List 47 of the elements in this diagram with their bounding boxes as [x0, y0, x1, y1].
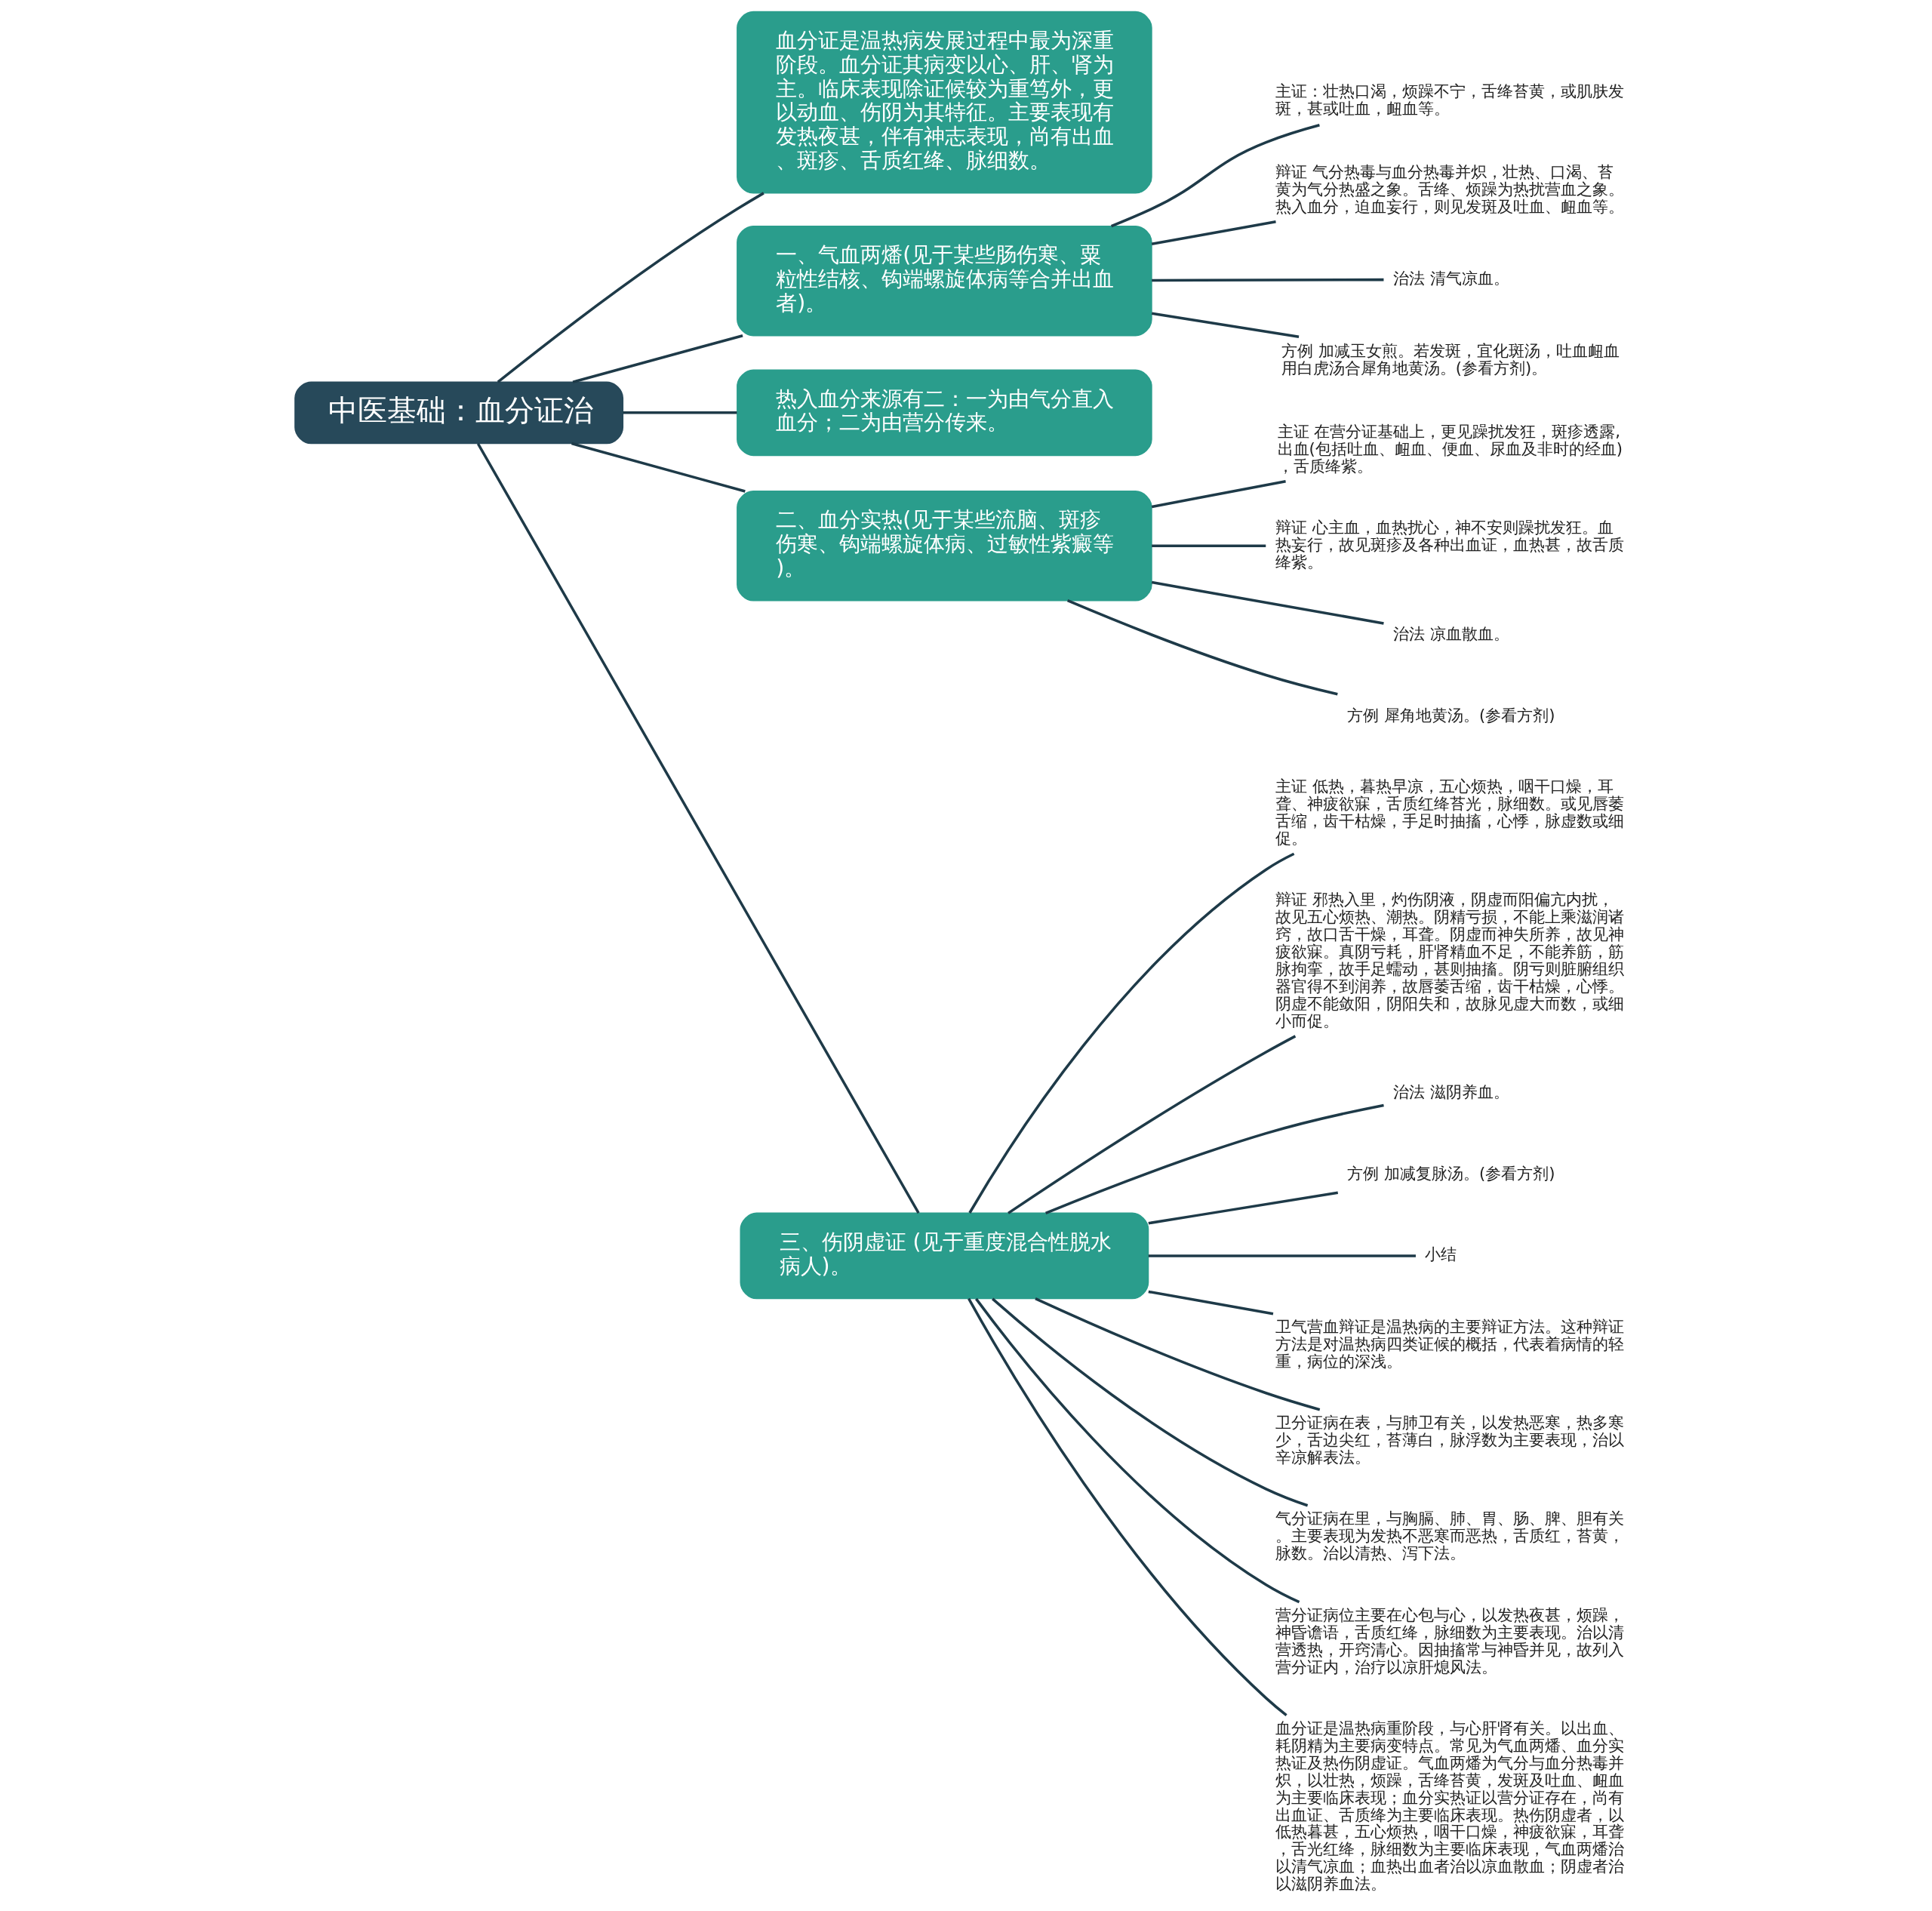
- node-text: 主证 在营分证基础上，更见躁扰发狂，斑疹透露,出血(包括吐血、衄血、便血、尿血及非时的经血)，舌质绛紫。: [1277, 421, 1623, 475]
- node-text: 血分证是温热病重阶段，与心肝肾有关。以出血、耗阴精为主要病变特点。常见为气血两燔、血分实热证及热伤阴虚证。气血两燔为气分与血分热毒并炽，以壮热，烦躁，舌绛苔黄，发斑及吐血、衄血为主要临床表现；血分实热证以营分证存在，尚有出血证、舌质绛为主要临床表现。热伤阴虚者，以低热暮甚，五心烦热，咽干口燥，神疲欲寐，耳聋，舌光红绛，脉细数为主要临床表现，气血两燔治以清气凉血；血热出血者治以凉血散血；阴虚者治以滋阴养血法。: [1275, 1718, 1624, 1894]
- node-text: 方例 犀角地黄汤。(参看方剂): [1346, 705, 1555, 725]
- node-box: 中医基础：血分证治: [294, 381, 623, 445]
- connector: [476, 443, 920, 1214]
- connector: [571, 442, 746, 493]
- node-text: 治法 清气凉血。: [1392, 268, 1509, 288]
- connector: [991, 1297, 1308, 1507]
- node-text: 卫气营血辩证是温热病的主要辩证方法。这种辩证方法是对温热病四类证候的概括，代表着病情的轻重，病位的深浅。: [1275, 1316, 1624, 1371]
- connector: [1066, 599, 1338, 696]
- node-text: 方例 加减复脉汤。(参看方剂): [1346, 1163, 1555, 1183]
- connector: [1151, 312, 1299, 338]
- node-text: 小结: [1424, 1245, 1457, 1264]
- connector: [1110, 124, 1320, 228]
- connector: [1007, 1035, 1296, 1214]
- node-box: 二、血分实热(见于某些流脑、斑疹伤寒、钩端螺旋体病、过敏性紫癜等)。: [736, 491, 1152, 602]
- node-box: 三、伤阴虚证 (见于重度混合性脱水病人)。: [740, 1212, 1149, 1300]
- node-text: 治法 滋阴养血。: [1392, 1082, 1509, 1102]
- node-text: 辩证 气分热毒与血分热毒并炽，壮热、口渴、苔黄为气分热盛之象。舌绛、烦躁为热扰营血之象。热入血分，迫血妄行，则见发斑及吐血、衄血等。: [1275, 162, 1624, 216]
- node-text: 辩证 邪热入里，灼伤阴液，阴虚而阳偏亢内扰，故见五心烦热、潮热。阴精亏损，不能上乘滋润诸窍，故口舌干燥，耳聋。阴虚而神失所养，故见神疲欲寐。真阴亏耗，肝肾精血不足，不能养筋，筋脉拘挛，故手足蠕动，甚则抽搐。阴亏则脏腑组织器官得不到润养，故唇萎舌缩，齿干枯燥，心悸。阴虚不能敛阳，阴阳失和，故脉见虚大而数，或细小而促。: [1275, 890, 1624, 1030]
- connector: [1151, 580, 1384, 625]
- connector: [1151, 480, 1286, 509]
- connector: [1044, 1103, 1384, 1214]
- node-box: 热入血分来源有二：一为由气分直入血分；二为由营分传来。: [736, 369, 1152, 457]
- node-text: 辩证 心主血，血热扰心，神不安则躁扰发狂。血热妄行，故见斑疹及各种出血证，血热甚，故舌质绛紫。: [1275, 517, 1624, 571]
- node-box: 血分证是温热病发展过程中最为深重阶段。血分证其病变以心、肝、肾为主。临床表现除证候较为重笃外，更以动血、伤阴为其特征。主要表现有发热夜甚，伴有神志表现，尚有出血、斑疹、舌质红绛、脉细数。: [736, 11, 1152, 194]
- connector: [1151, 544, 1266, 548]
- connector: [1151, 220, 1276, 245]
- connector: [1148, 1191, 1338, 1225]
- connector: [1148, 1254, 1416, 1257]
- node-box: 一、气血两燔(见于某些肠伤寒、粟粒性结核、钩端螺旋体病等合并出血者)。: [736, 225, 1152, 337]
- connector: [1148, 1290, 1273, 1316]
- node-text: 方例 加减玉女煎。若发斑，宜化斑汤，吐血衄血用白虎汤合犀角地黄汤。(参看方剂)。: [1281, 341, 1620, 377]
- node-text: 气分证病在里，与胸膈、肺、胃、肠、脾、胆有关。主要表现为发热不恶寒而恶热，舌质红，苔黄，脉数。治以清热、泻下法。: [1275, 1508, 1624, 1562]
- connector: [968, 852, 1294, 1214]
- connector: [1151, 278, 1383, 282]
- node-text: 治法 凉血散血。: [1392, 624, 1509, 644]
- connector: [623, 411, 737, 414]
- node-text: 主证 低热，暮热早凉，五心烦热，咽干口燥，耳聋、神疲欲寐，舌质红绛苔光，脉细数。或见唇萎舌缩，齿干枯燥，手足时抽搐，心悸，脉虚数或细促。: [1275, 777, 1624, 848]
- connector: [974, 1297, 1300, 1604]
- connector: [497, 192, 764, 383]
- connector: [1034, 1297, 1320, 1411]
- node-text: 卫分证病在表，与肺卫有关，以发热恶寒，热多寒少，舌边尖红，苔薄白，脉浮数为主要表现，治以辛凉解表法。: [1275, 1412, 1624, 1466]
- connector: [967, 1297, 1287, 1716]
- node-text: 营分证病位主要在心包与心，以发热夜甚，烦躁，神昏谵语，舌质红绛，脉细数为主要表现。治以清营透热，开窍清心。因抽搐常与神昏并见，故列入营分证内，治疗以凉肝熄风法。: [1275, 1605, 1624, 1676]
- connector: [572, 334, 743, 383]
- node-text: 主证：壮热口渴，烦躁不宁，舌绛苔黄，或肌肤发斑，甚或吐血，衄血等。: [1275, 81, 1624, 118]
